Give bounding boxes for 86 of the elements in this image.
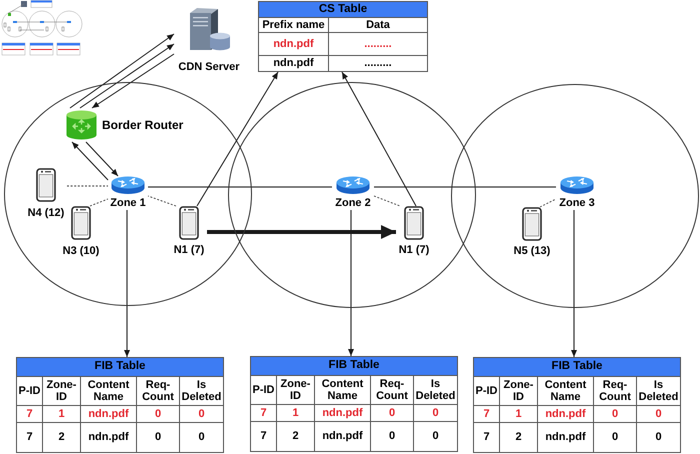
header-cell: Prefix name (259, 18, 329, 33)
table-cell: ndn.pdf (538, 406, 594, 423)
table-cell: ndn.pdf (315, 405, 371, 422)
device-label: N1 (7) (174, 244, 204, 257)
table-cell: ndn.pdf (259, 33, 329, 56)
table-cell: 2 (43, 423, 81, 452)
router-label: Border Router (102, 118, 184, 132)
table-cell: 7 (17, 423, 43, 452)
device-label: N1 (7) (398, 244, 430, 257)
table-cell: 0 (137, 406, 180, 423)
header-cell: P-ID (251, 376, 277, 405)
device-label: N4 (12) (28, 207, 64, 220)
dotted-link (148, 196, 176, 206)
header-cell: P-ID (17, 377, 43, 406)
table-cell: 0 (594, 423, 637, 452)
arrow (86, 142, 118, 176)
header-cell: Is Deleted (637, 377, 680, 406)
header-cell: Content Name (538, 377, 594, 406)
header-cell: Req-Count (371, 376, 414, 405)
table-cell: 7 (17, 406, 43, 423)
fib-table (473, 357, 681, 453)
arrow (124, 210, 130, 358)
arrow (571, 210, 577, 358)
table-cell: 7 (474, 406, 500, 423)
header-cell: Content Name (315, 376, 371, 405)
table-cell: 1 (43, 406, 81, 423)
arrow (80, 44, 174, 108)
table-cell: ndn.pdf (538, 423, 594, 452)
table-title: FIB Table (17, 358, 223, 377)
table-title: CS Table (259, 2, 427, 18)
table-cell: 0 (637, 406, 680, 423)
table-cell: 0 (371, 405, 414, 422)
arrow (196, 72, 278, 206)
header-cell: Is Deleted (180, 377, 223, 406)
header-cell: Data (329, 18, 427, 33)
table-cell: 7 (251, 405, 277, 422)
table-cell: 0 (137, 423, 180, 452)
zone-label: Zone 3 (559, 197, 595, 210)
header-cell: Zone-ID (43, 377, 81, 406)
header-cell: Req-Count (594, 377, 637, 406)
table-cell: 2 (277, 422, 315, 451)
header-cell: Content Name (81, 377, 137, 406)
header-cell: Zone-ID (500, 377, 538, 406)
table-cell: 7 (251, 422, 277, 451)
table-cell: ......... (329, 33, 427, 56)
table-cell-text: 0 (197, 430, 206, 446)
device-label: N5 (13) (514, 245, 550, 258)
table-cell: 0 (594, 406, 637, 423)
table-cell: 2 (500, 423, 538, 452)
header-cell: Zone-ID (277, 376, 315, 405)
arrow (70, 34, 174, 108)
arrow (342, 72, 416, 206)
header-cell: P-ID (474, 377, 500, 406)
table-title: FIB Table (251, 357, 457, 376)
table-cell: 1 (500, 406, 538, 423)
arrow (92, 54, 174, 108)
table-cell-text: 0 (431, 429, 440, 444)
server-label: CDN Server (178, 61, 240, 74)
header-cell: Is Deleted (414, 376, 457, 405)
dotted-link (540, 198, 556, 208)
zone-label: Zone 2 (335, 197, 371, 210)
fib-table (16, 357, 224, 453)
table-cell: 0 (371, 422, 414, 451)
table-cell: ndn.pdf (81, 406, 137, 423)
table-cell: 7 (474, 423, 500, 452)
table-cell: 0 (180, 406, 223, 423)
table-cell: ndn.pdf (315, 422, 371, 451)
arrow (348, 210, 354, 356)
cs-table (258, 1, 428, 72)
table-cell-text: 0 (654, 430, 663, 446)
link-line (148, 186, 332, 188)
table-title: FIB Table (474, 358, 680, 377)
table-cell: 1 (277, 405, 315, 422)
table-cell: 0 (414, 405, 457, 422)
dotted-link (90, 198, 108, 206)
link-line (374, 186, 556, 188)
table-cell-text: ......... (363, 56, 393, 71)
zone-label: Zone 1 (110, 197, 146, 210)
fib-table (250, 356, 458, 452)
header-cell: Req-Count (137, 377, 180, 406)
arrow (72, 142, 108, 180)
arrow (207, 225, 396, 239)
dotted-link (374, 196, 400, 206)
table-cell: ndn.pdf (259, 56, 329, 71)
device-label: N3 (10) (62, 245, 100, 258)
table-cell: ndn.pdf (81, 423, 137, 452)
